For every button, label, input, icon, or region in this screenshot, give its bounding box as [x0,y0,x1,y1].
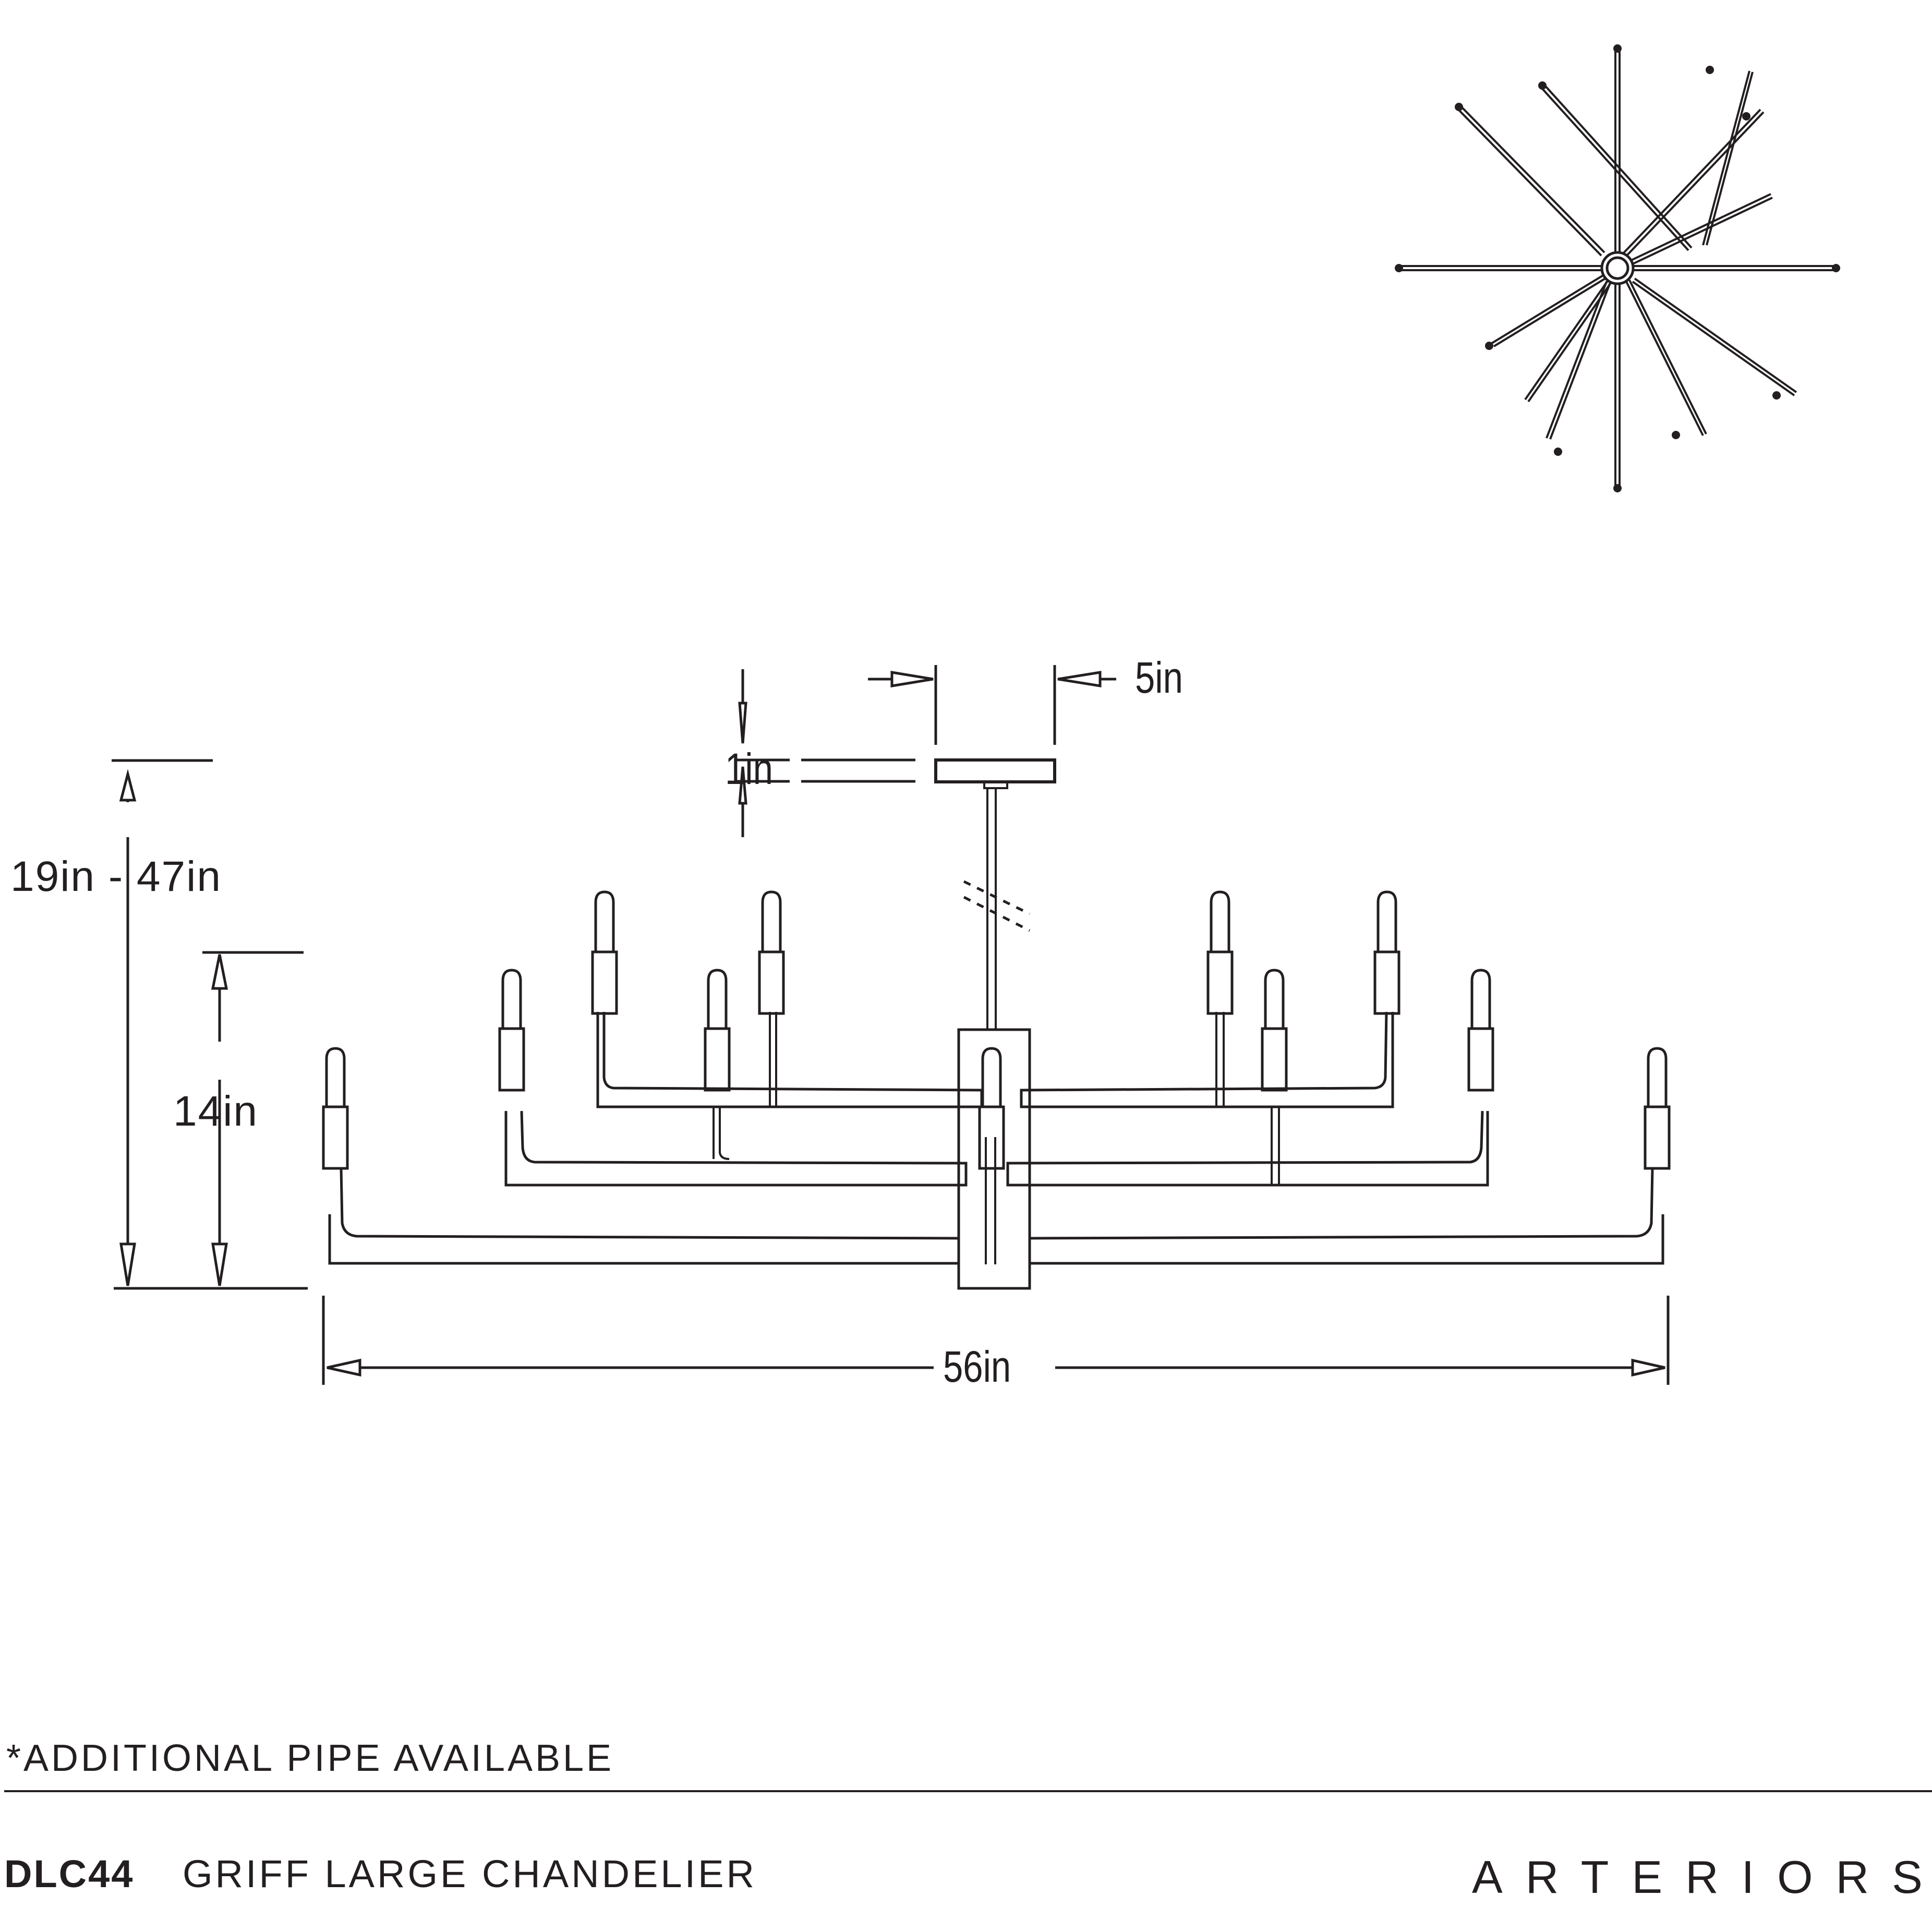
dimension-label-canopy-height: 1in [725,744,773,793]
footer-divider [4,1790,1932,1792]
dimension-label-canopy-width: 5in [1135,653,1183,702]
canopy-neck [983,781,1008,789]
central-body [957,1028,1031,1290]
canopy [934,758,1056,783]
additional-pipe-note: *ADDITIONAL PIPE AVAILABLE [6,1737,614,1779]
dimension-label-overall-width: 56in [943,1342,1011,1391]
top-view-starburst [1395,44,1840,492]
starburst-hub-inner [1605,256,1629,280]
starburst-arm-tips [1395,44,1840,492]
dimension-lines [112,665,1670,1385]
inner-drops [713,1012,1280,1264]
dimension-label-overall-height: 19in - 47in [10,853,222,900]
arms-tier-low [328,1168,1664,1265]
starburst-arms [1400,50,1835,488]
arms-tier-mid [504,1110,1489,1187]
side-view-chandelier [322,758,1671,1290]
brand-logo: ARTERIORS [1472,1851,1932,1903]
pipe-break-marks [963,880,1031,932]
product-name: GRIFF LARGE CHANDELIER [183,1852,757,1895]
product-code: DLC44 [4,1852,135,1895]
candles [322,890,1671,1170]
dimension-label-body-height: 14in [173,1088,259,1135]
